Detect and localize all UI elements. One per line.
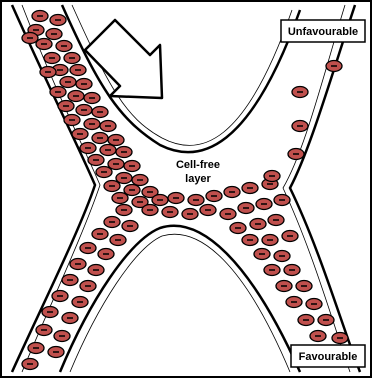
- red-blood-cell: [100, 121, 116, 132]
- red-blood-cell: [92, 229, 108, 240]
- red-blood-cell: [84, 119, 100, 130]
- red-blood-cell: [238, 203, 254, 214]
- red-blood-cell: [96, 167, 112, 178]
- red-blood-cell: [42, 307, 58, 318]
- red-blood-cell: [292, 87, 308, 98]
- unfavourable-box: Unfavourable: [281, 20, 365, 42]
- cell-free-label-line2: layer: [185, 173, 211, 185]
- red-blood-cell: [182, 209, 198, 220]
- red-blood-cell: [80, 143, 96, 154]
- red-blood-cell: [100, 145, 116, 156]
- red-blood-cell: [56, 41, 72, 52]
- red-blood-cell: [268, 215, 284, 226]
- red-blood-cell: [48, 347, 64, 358]
- red-blood-cell: [230, 223, 246, 234]
- red-blood-cell: [286, 297, 302, 308]
- red-blood-cell: [296, 281, 312, 292]
- red-blood-cell: [288, 149, 304, 160]
- red-blood-cell: [22, 33, 38, 44]
- red-blood-cell: [284, 265, 300, 276]
- red-blood-cell: [50, 87, 66, 98]
- red-blood-cell: [274, 251, 290, 262]
- red-blood-cell: [70, 65, 86, 76]
- red-blood-cell: [332, 333, 348, 344]
- red-blood-cell: [46, 29, 62, 40]
- favourable-label: Favourable: [299, 351, 358, 363]
- red-blood-cell: [72, 129, 88, 140]
- red-blood-cell: [254, 249, 270, 260]
- red-blood-cell: [64, 53, 80, 64]
- red-blood-cell: [310, 331, 326, 342]
- cell-free-label-line1: Cell-free: [176, 159, 220, 171]
- red-blood-cell: [72, 297, 88, 308]
- red-blood-cell: [112, 193, 128, 204]
- red-blood-cell: [108, 135, 124, 146]
- red-blood-cell: [80, 281, 96, 292]
- red-blood-cell: [242, 235, 258, 246]
- red-blood-cell: [220, 209, 236, 220]
- red-blood-cell: [188, 195, 204, 206]
- red-blood-cell: [132, 175, 148, 186]
- red-blood-cell: [54, 331, 70, 342]
- red-blood-cell: [116, 147, 132, 158]
- red-blood-cell: [22, 359, 38, 370]
- red-blood-cell: [62, 313, 78, 324]
- red-blood-cell: [142, 205, 158, 216]
- red-blood-cell: [292, 121, 308, 132]
- red-blood-cell: [70, 259, 86, 270]
- red-blood-cell: [84, 93, 100, 104]
- red-blood-cell: [52, 291, 68, 302]
- red-blood-cell: [200, 205, 216, 216]
- red-blood-cell: [44, 53, 60, 64]
- red-blood-cell: [256, 199, 272, 210]
- red-blood-cell: [92, 107, 108, 118]
- red-blood-cell: [36, 325, 52, 336]
- red-blood-cell: [76, 79, 92, 90]
- red-blood-cell: [36, 39, 52, 50]
- red-blood-cell: [116, 205, 132, 216]
- red-blood-cell: [58, 101, 74, 112]
- red-blood-cell: [76, 105, 92, 116]
- red-blood-cell: [206, 191, 222, 202]
- red-blood-cell: [64, 115, 80, 126]
- red-blood-cell: [224, 187, 240, 198]
- red-blood-cell: [122, 221, 138, 232]
- red-blood-cell: [250, 219, 266, 230]
- red-blood-cell: [152, 195, 168, 206]
- red-blood-cell: [318, 315, 334, 326]
- red-blood-cell: [80, 243, 96, 254]
- red-blood-cell: [60, 77, 76, 88]
- red-blood-cell: [88, 265, 104, 276]
- red-blood-cell: [262, 235, 278, 246]
- red-blood-cell: [110, 235, 126, 246]
- red-blood-cell: [168, 193, 184, 204]
- red-blood-cell: [162, 207, 178, 218]
- favourable-box: Favourable: [291, 345, 365, 367]
- red-blood-cell: [242, 183, 258, 194]
- red-blood-cell: [68, 91, 84, 102]
- red-blood-cell: [264, 265, 280, 276]
- red-blood-cell: [274, 195, 290, 206]
- red-blood-cell: [50, 15, 66, 26]
- red-blood-cell: [92, 133, 108, 144]
- red-blood-cell: [306, 299, 322, 310]
- unfavourable-label: Unfavourable: [288, 26, 358, 38]
- red-blood-cell: [276, 281, 292, 292]
- red-blood-cell: [104, 217, 120, 228]
- red-blood-cell: [40, 67, 56, 78]
- red-blood-cell: [264, 171, 280, 182]
- red-blood-cell: [32, 11, 48, 22]
- red-blood-cell: [62, 275, 78, 286]
- red-blood-cell: [298, 315, 314, 326]
- red-blood-cell: [88, 155, 104, 166]
- red-blood-cell: [28, 343, 44, 354]
- red-blood-cell: [104, 181, 120, 192]
- red-blood-cell: [98, 249, 114, 260]
- red-blood-cell: [326, 61, 342, 72]
- red-blood-cell: [282, 231, 298, 242]
- red-blood-cell: [124, 161, 140, 172]
